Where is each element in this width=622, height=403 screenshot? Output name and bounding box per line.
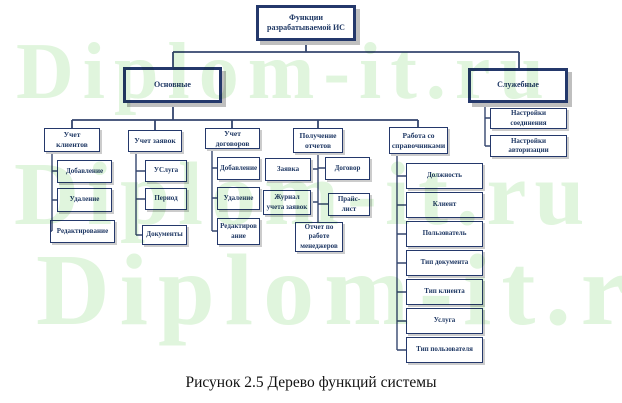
- node-main-functions: Основные: [123, 67, 222, 103]
- node-contracts-edit: Редактирование: [217, 218, 260, 245]
- node-report-request-log: Журнал учета заявок: [263, 190, 311, 215]
- node-label: Заявка: [276, 164, 300, 173]
- node-dir-client: Клиент: [406, 192, 483, 218]
- node-clients-edit: Редактирование: [50, 220, 115, 243]
- node-client-accounting: Учет клиентов: [44, 128, 100, 152]
- node-label: Получение отчетов: [299, 130, 337, 150]
- node-label: Отчет по работе менеджеров: [300, 223, 338, 250]
- figure-caption: Рисунок 2.5 Дерево функций системы: [185, 374, 437, 391]
- node-requests-service: УСлуга: [145, 160, 187, 182]
- node-clients-add: Добавление: [57, 160, 112, 183]
- node-label: Тип клиента: [424, 287, 465, 296]
- node-label: Работа со справочниками: [391, 130, 446, 150]
- node-label: Услуга: [433, 316, 456, 325]
- node-dir-position: Должность: [406, 163, 483, 189]
- node-label: Удаление: [69, 195, 100, 204]
- node-label: Настройки соединения: [510, 109, 547, 127]
- node-authorization-settings: Настройки авторизации: [490, 135, 567, 157]
- node-request-accounting: Учет заявок: [128, 130, 182, 152]
- node-report-price-list: Прайс-лист: [328, 193, 370, 216]
- node-label: Журнал учета заявок: [266, 193, 308, 211]
- node-label: Добавление: [65, 166, 104, 175]
- node-label: Основные: [154, 79, 191, 89]
- node-label: Учет заявок: [134, 136, 176, 146]
- node-dir-document-type: Тип документа: [406, 250, 483, 276]
- node-label: Прайс-лист: [337, 195, 361, 213]
- node-label: УСлуга: [153, 166, 179, 175]
- node-functions-root: Функции разрабатываемой ИС: [256, 5, 356, 41]
- node-label: Служебные: [497, 80, 539, 90]
- node-label: Редактирование: [220, 222, 257, 240]
- node-label: Период: [154, 194, 178, 203]
- node-label: Пользователь: [422, 229, 467, 238]
- node-label: Функции разрабатываемой ИС: [267, 12, 345, 32]
- node-requests-period: Период: [145, 188, 187, 210]
- node-report-request: Заявка: [265, 158, 311, 181]
- node-label: Учет клиентов: [56, 130, 88, 149]
- node-label: Должность: [426, 171, 462, 180]
- node-label: Добавление: [219, 163, 258, 172]
- node-label: Клиент: [432, 200, 457, 209]
- node-clients-delete: Удаление: [57, 188, 112, 212]
- node-contract-accounting: Учет договоров: [205, 128, 260, 149]
- node-report-managers: Отчет по работе менеджеров: [295, 222, 343, 252]
- node-label: Редактирование: [56, 226, 109, 235]
- node-service-functions: Служебные: [468, 68, 568, 103]
- node-contracts-add: Добавление: [217, 157, 260, 180]
- node-dir-client-type: Тип клиента: [406, 279, 483, 305]
- node-dir-user-type: Тип пользователя: [406, 337, 483, 363]
- node-label: Тип пользователя: [416, 345, 473, 354]
- node-report-contract: Договор: [325, 157, 370, 180]
- node-directories: Работа со справочниками: [389, 127, 448, 154]
- node-label: Тип документа: [420, 258, 469, 267]
- node-label: Удаление: [223, 193, 254, 202]
- node-report-generation: Получение отчетов: [293, 128, 343, 153]
- node-contracts-delete: Удаление: [217, 187, 260, 210]
- node-label: Настройки авторизации: [508, 136, 549, 154]
- node-dir-user: Пользователь: [406, 221, 483, 247]
- node-requests-documents: Документы: [142, 225, 187, 245]
- node-label: Учет договоров: [215, 128, 250, 148]
- node-connection-settings: Настройки соединения: [490, 108, 567, 129]
- node-dir-service: Услуга: [406, 308, 483, 334]
- node-label: Документы: [146, 230, 183, 239]
- node-label: Договор: [334, 163, 361, 172]
